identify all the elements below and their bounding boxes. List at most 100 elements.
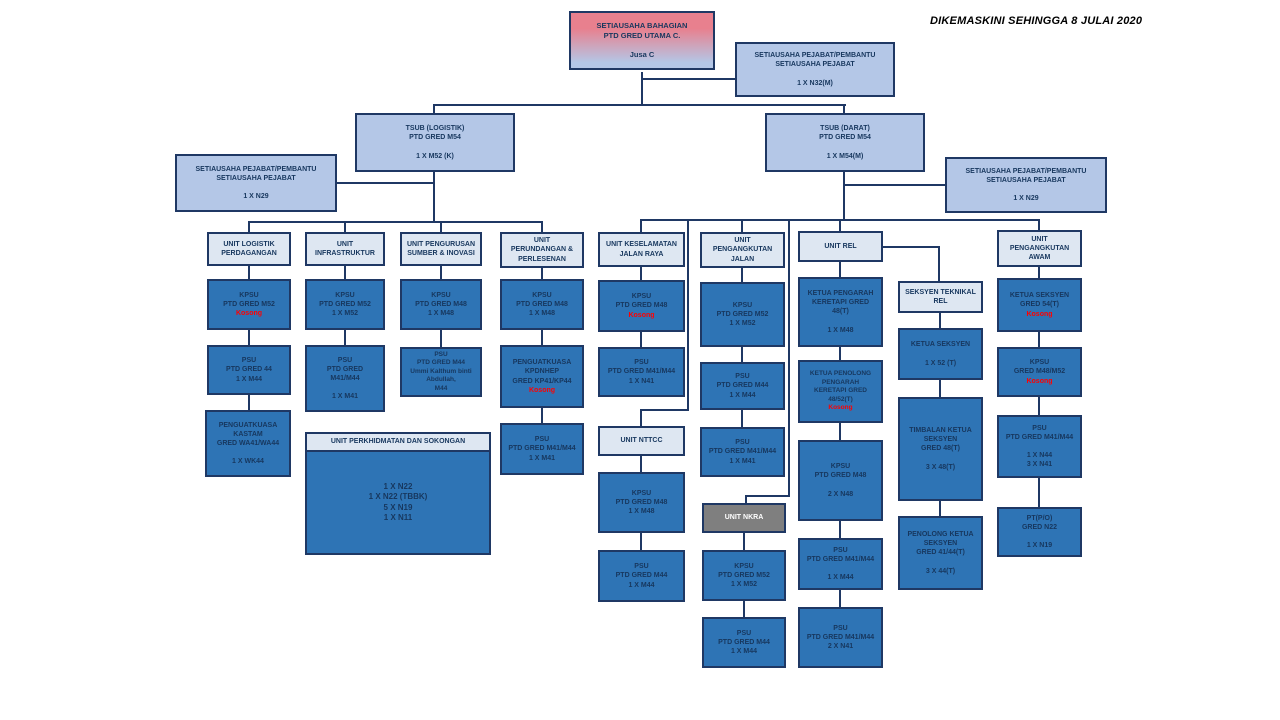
node-line: PTD GRED M44 xyxy=(716,382,769,390)
node-line: GRED M48/M52 xyxy=(1013,368,1066,376)
node-line: 1 X M44 xyxy=(730,648,758,656)
node-line: UNIT PERKHIDMATAN DAN SOKONGAN xyxy=(330,438,466,446)
node-line: KERETAPI GRED xyxy=(814,387,867,395)
node-line: Kosong xyxy=(828,404,853,412)
node-line: PTD GRED M41/M44 xyxy=(1005,433,1074,441)
node-line: PENOLONG KETUA xyxy=(907,531,974,539)
node-line: PSU xyxy=(833,624,848,632)
connector-line xyxy=(839,347,841,361)
node-line: KETUA PENGARAH xyxy=(807,290,874,298)
connector-line xyxy=(743,533,745,551)
node-line: JALAN RAYA xyxy=(619,250,664,258)
node-line: UNIT REL xyxy=(824,242,857,250)
node-line: GRED N22 xyxy=(1021,523,1057,531)
node-pt-awam: PT(P/O)GRED N22 1 X N19 xyxy=(997,507,1082,557)
node-line: PTD GRED M48 xyxy=(615,498,668,506)
node-line: KETUA SEKSYEN xyxy=(1009,292,1070,300)
node-line: GRED KP41/KP44 xyxy=(512,377,572,385)
node-line: 3 X 44(T) xyxy=(925,567,956,575)
node-line: 48/52(T) xyxy=(828,395,853,403)
connector-line xyxy=(640,456,642,473)
connector-line xyxy=(843,184,947,186)
connector-line xyxy=(433,104,435,114)
node-line xyxy=(901,558,980,567)
node-line: TSUB (DARAT) xyxy=(820,125,870,133)
node-line: PTD GRED M48 xyxy=(415,300,467,308)
node-line: 1 X N32(M) xyxy=(797,79,833,87)
node-line: 5 X N19 xyxy=(383,502,413,512)
connector-line xyxy=(1038,332,1040,348)
node-line: KPSU xyxy=(431,291,451,299)
connector-line xyxy=(1038,267,1040,279)
node-line: Kosong xyxy=(1026,377,1053,385)
connector-line xyxy=(248,395,250,411)
node-line: PENGUATKUASA xyxy=(218,421,278,429)
node-line: PSU xyxy=(434,350,448,358)
connector-line xyxy=(1038,397,1040,416)
node-line: PENGANGKUTAN xyxy=(1009,244,1070,252)
connector-line xyxy=(839,423,841,441)
node-line xyxy=(901,454,980,463)
node-line: PTD GRED xyxy=(326,365,364,373)
connector-line xyxy=(337,182,434,184)
node-line: UNIT xyxy=(336,240,354,248)
node-line: PTD GRED UTAMA C. xyxy=(603,30,681,40)
node-line: 1 X N19 xyxy=(1026,542,1053,550)
connector-line xyxy=(541,221,543,233)
node-line: SEKSYEN xyxy=(923,540,958,548)
connector-line xyxy=(741,268,743,283)
connector-line xyxy=(741,347,743,363)
node-line: SETIAUSAHA PEJABAT/PEMBANTU xyxy=(754,52,876,60)
node-line: PSU xyxy=(1032,424,1047,432)
connector-line xyxy=(843,172,845,221)
node-line: KPSU xyxy=(631,293,652,301)
node-line: PSU xyxy=(735,373,750,381)
node-line: PTD GRED M44 xyxy=(416,359,466,367)
connector-line xyxy=(344,330,346,346)
node-line: JALAN xyxy=(730,255,755,263)
connector-line xyxy=(640,533,642,551)
node-line: GRED WA41/WA44 xyxy=(216,439,280,447)
node-line: 1 X N41 xyxy=(628,377,655,385)
node-line: 1 X M44 xyxy=(827,574,854,582)
node-line: AWAM xyxy=(1028,254,1051,262)
connector-line xyxy=(434,104,846,106)
node-line: SETIAUSAHA PEJABAT xyxy=(986,176,1066,184)
connector-line xyxy=(839,590,841,608)
node-line: PT(P/O) xyxy=(1026,514,1053,522)
node-line: PTD GRED M54 xyxy=(819,134,871,142)
node-line: 1 X M48 xyxy=(427,310,455,318)
node-line: KPSU xyxy=(1029,359,1050,367)
node-line: SETIAUSAHA BAHAGIAN xyxy=(596,21,688,30)
node-line: PSU xyxy=(634,359,649,367)
node-line: 1 X M44 xyxy=(628,581,655,589)
connector-line xyxy=(440,221,442,233)
node-line: KPSU xyxy=(239,291,259,299)
node-line: 1 X WK44 xyxy=(232,458,264,466)
node-line: PTD GRED M41/M44 xyxy=(806,633,875,641)
connector-line xyxy=(1038,478,1040,508)
node-line xyxy=(178,183,334,192)
node-line: Jusa C xyxy=(629,50,655,60)
node-line: SEKSYEN xyxy=(923,436,958,444)
